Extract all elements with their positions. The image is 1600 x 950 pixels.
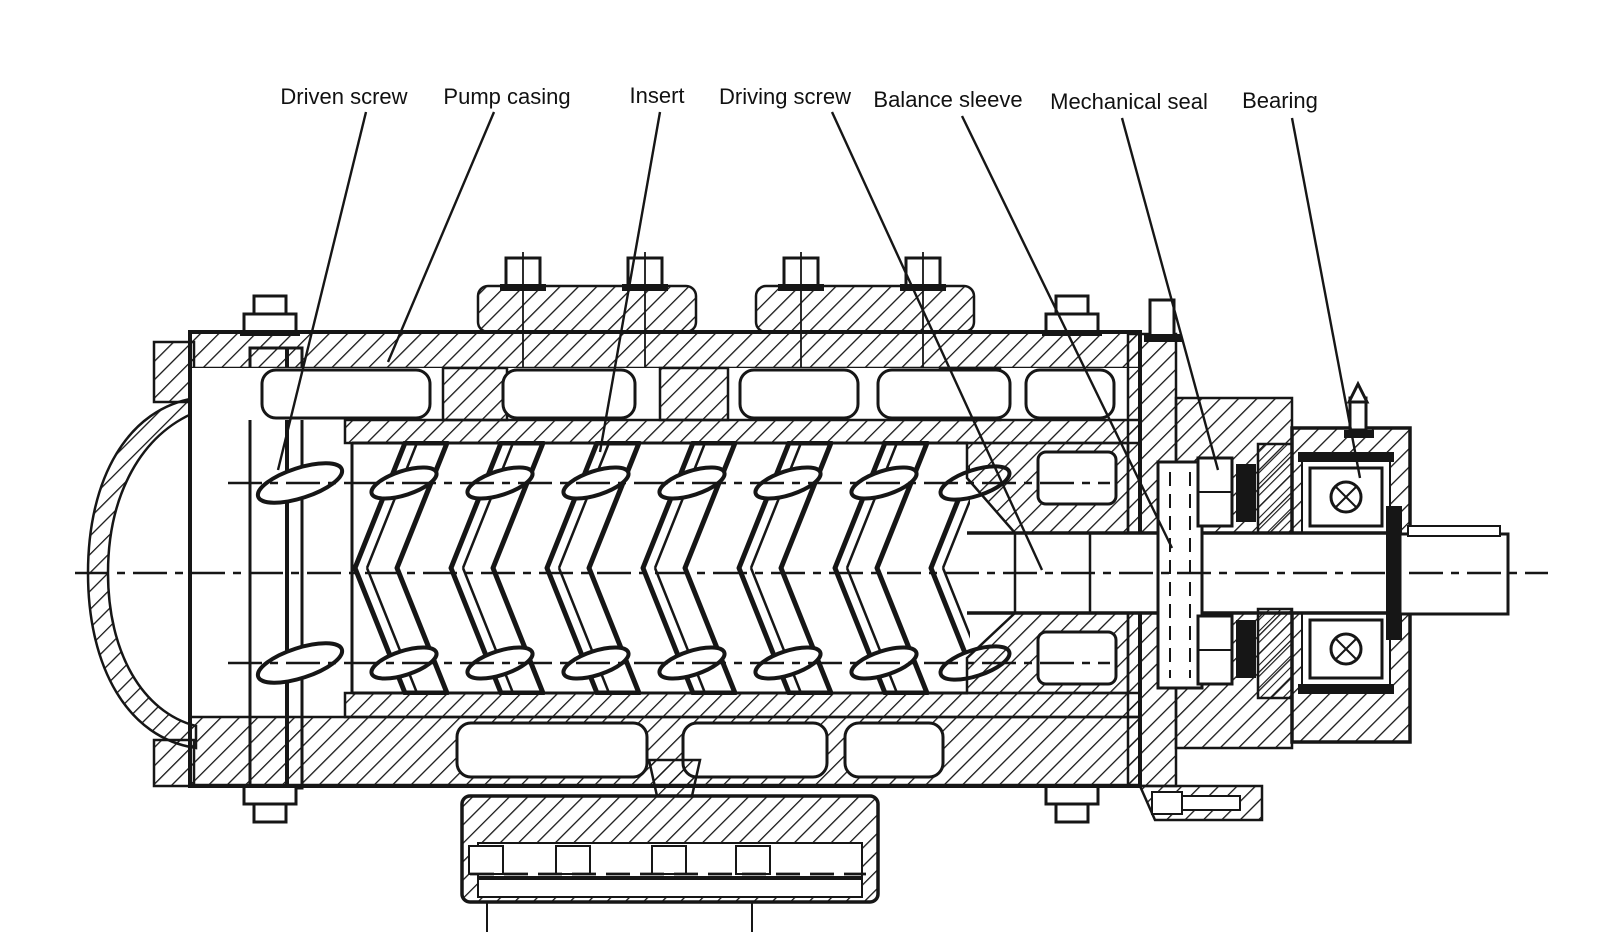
leader-line-bearing (1290, 117, 1362, 479)
leader-line-mechanical-seal (1120, 117, 1220, 471)
leader-line-driving-screw (830, 111, 1044, 571)
label-balance-sleeve: Balance sleeve (873, 87, 1022, 112)
label-insert: Insert (629, 83, 684, 108)
annotations: Driven screw Pump casing Insert Driving scr… (276, 83, 1362, 571)
mounting-base (460, 794, 880, 932)
label-pump-casing: Pump casing (443, 84, 570, 109)
shaft-key (1407, 525, 1501, 537)
label-bearing: Bearing (1242, 88, 1318, 113)
balance-sleeve-part (1156, 460, 1204, 690)
leader-line-insert (598, 111, 662, 453)
suction-cover (86, 340, 304, 790)
centerlines (75, 481, 1548, 665)
label-driven-screw: Driven screw (280, 84, 407, 109)
mechanical-seal-part (1196, 442, 1294, 700)
label-mechanical-seal: Mechanical seal (1050, 89, 1208, 114)
leader-line-driven-screw (276, 111, 368, 471)
bearing-part (1298, 452, 1394, 694)
screw-assembly (255, 443, 1012, 693)
leader-line-pump-casing (386, 111, 496, 363)
pump-casing-body (188, 252, 1142, 824)
leader-line-balance-sleeve (960, 115, 1174, 549)
label-driving-screw: Driving screw (719, 84, 851, 109)
